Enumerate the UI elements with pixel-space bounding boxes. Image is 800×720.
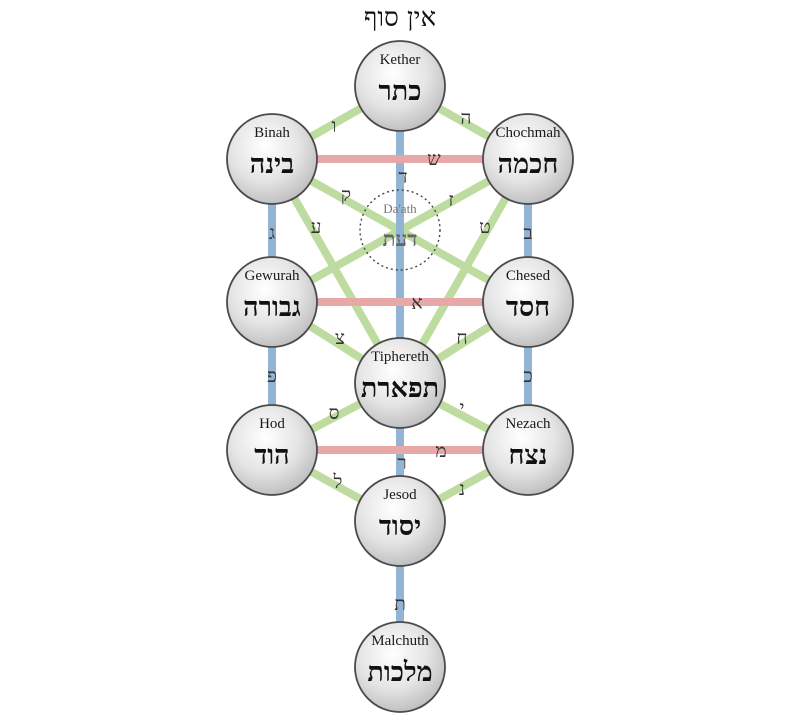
sephira-chesed-name: Chesed	[506, 268, 551, 284]
path-letter-binah-chochmah: ש	[427, 148, 441, 170]
path-letter-tiphereth-jesod: ר	[397, 452, 406, 474]
path-letter-kether-binah: ו	[332, 115, 337, 137]
path-letter-chochmah-gewurah: ז	[448, 189, 453, 211]
path-letter-binah-chesed: ק	[341, 184, 351, 206]
sephira-nezach-name: Nezach	[506, 416, 551, 432]
sephira-malchuth: Malchuth מלכות	[354, 621, 446, 713]
sephira-chochmah: Chochmah חכמה	[482, 113, 574, 205]
ein-sof-title: אין סוף	[364, 3, 436, 33]
path-letter-chesed-nezach: כ	[523, 365, 532, 387]
daath-hebrew: דעת	[383, 226, 418, 251]
path-letter-tiphereth-nezach: י	[460, 397, 465, 419]
sephira-hod: Hod הוד	[226, 404, 318, 496]
path-letter-jesod-malchuth: ת	[394, 593, 406, 615]
path-letter-hod-nezach: מ	[435, 440, 446, 462]
sephira-tiphereth: Tiphereth תפארת	[354, 337, 446, 429]
sephira-binah: Binah בינה	[226, 113, 318, 205]
sephira-tiphereth-name: Tiphereth	[371, 349, 429, 365]
path-letter-binah-gewurah: ג	[269, 222, 275, 244]
path-letter-gewurah-hod: פ	[267, 365, 277, 387]
path-letter-chesed-tiphereth: ח	[456, 327, 467, 349]
sephira-malchuth-hebrew: מלכות	[367, 657, 432, 688]
sephira-chochmah-circle	[482, 113, 574, 205]
sephira-nezach-hebrew: נצח	[509, 440, 548, 471]
sephira-kether-hebrew: כתר	[379, 76, 422, 107]
path-letter-chochmah-chesed: ב	[523, 222, 532, 244]
path-letters-layer: ש א מ ד ר ת ג פ ב כ ו ה ע ט ק ז צ ח ס י ל נ	[267, 107, 533, 615]
daath-name: Da'ath	[383, 201, 417, 216]
path-letter-gewurah-tiphereth: צ	[335, 327, 345, 349]
sephira-tiphereth-hebrew: תפארת	[361, 373, 439, 404]
sephira-chesed: Chesed חסד	[482, 256, 574, 348]
sephira-gewurah-hebrew: גבורה	[243, 292, 301, 323]
path-letter-hod-jesod: ל	[333, 471, 343, 493]
path-letter-kether-tiphereth: ד	[398, 166, 407, 188]
sephira-binah-hebrew: בינה	[250, 149, 294, 180]
sephira-kether: Kether כתר	[354, 40, 446, 132]
sephira-binah-name: Binah	[254, 125, 290, 141]
sephira-gewurah-circle	[226, 256, 318, 348]
sephira-hod-circle	[226, 404, 318, 496]
sephira-jesod-name: Jesod	[383, 487, 417, 503]
sephira-chesed-hebrew: חסד	[506, 292, 550, 323]
path-letter-tiphereth-hod: ס	[329, 402, 340, 424]
sephira-jesod: Jesod יסוד	[354, 475, 446, 567]
sephira-hod-hebrew: הוד	[254, 440, 289, 471]
daath-node: Da'ath דעת	[359, 189, 441, 271]
sephira-malchuth-circle	[354, 621, 446, 713]
path-letter-gewurah-chesed: א	[411, 292, 422, 314]
sephira-nezach: Nezach נצח	[482, 404, 574, 496]
sephira-binah-circle	[226, 113, 318, 205]
sephira-hod-name: Hod	[259, 416, 285, 432]
sephira-kether-name: Kether	[380, 52, 421, 68]
sephira-jesod-hebrew: יסוד	[379, 511, 421, 542]
sephira-chochmah-name: Chochmah	[496, 125, 561, 141]
sephira-chesed-circle	[482, 256, 574, 348]
sephira-gewurah-name: Gewurah	[245, 268, 300, 284]
sephira-tiphereth-circle	[354, 337, 446, 429]
sephira-kether-circle	[354, 40, 446, 132]
daath-circle	[359, 189, 441, 271]
path-letter-binah-tiphereth: ע	[311, 216, 322, 238]
sephira-jesod-circle	[354, 475, 446, 567]
sephiroth-layer: KetherכתרBinahבינהChochmahחכמהGewurahגבו…	[226, 40, 574, 713]
sephira-chochmah-hebrew: חכמה	[498, 149, 559, 180]
path-letter-chochmah-tiphereth: ט	[479, 216, 490, 238]
path-letter-kether-chochmah: ה	[461, 107, 472, 129]
path-letter-nezach-jesod: נ	[459, 478, 465, 500]
sephira-gewurah: Gewurah גבורה	[226, 256, 318, 348]
sephira-malchuth-name: Malchuth	[371, 633, 429, 649]
sephira-nezach-circle	[482, 404, 574, 496]
